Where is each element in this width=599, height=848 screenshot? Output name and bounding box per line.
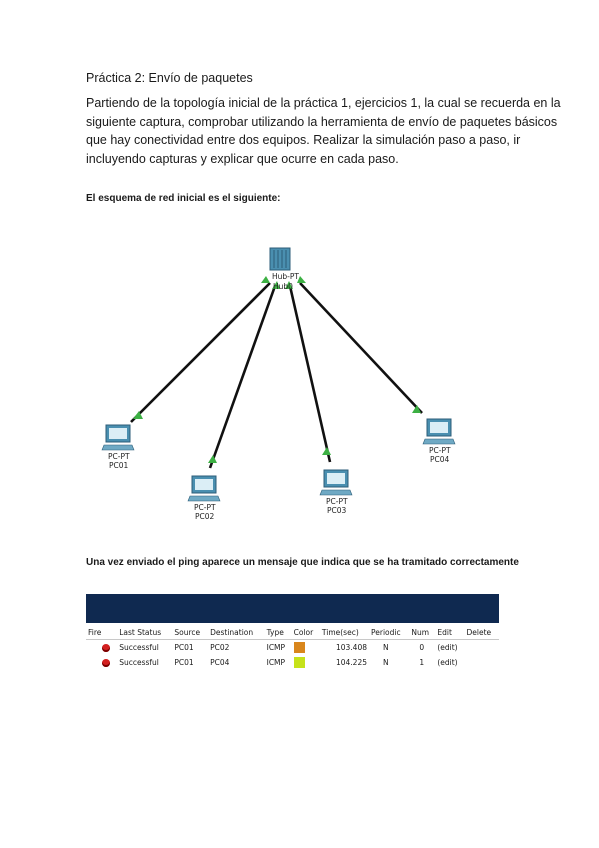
- link-hub-pc04: [299, 282, 423, 414]
- page-title: Práctica 2: Envío de paquetes: [86, 71, 253, 85]
- color-swatch: [293, 642, 305, 653]
- pc-type-label: PC-PT: [326, 497, 348, 506]
- link-up-indicator: [412, 405, 421, 413]
- col-header[interactable]: Source: [172, 627, 209, 640]
- fire-button-icon[interactable]: [102, 659, 110, 667]
- last-status-cell: Successful: [119, 658, 159, 667]
- num-cell: 0: [419, 643, 425, 652]
- pdu-row[interactable]: Successful PC01 PC02 ICMP 103.408 N 0 (e…: [86, 640, 499, 656]
- link-up-indicator: [133, 411, 143, 419]
- destination-cell: PC02: [210, 643, 230, 652]
- pc-type-label: PC-PT: [194, 503, 216, 512]
- fire-button-icon[interactable]: [102, 644, 110, 652]
- delete-cell[interactable]: [465, 655, 500, 670]
- link-hub-pc03: [288, 285, 332, 463]
- destination-cell: PC04: [210, 658, 230, 667]
- col-header[interactable]: Last Status: [117, 627, 173, 640]
- delete-cell[interactable]: [465, 640, 500, 656]
- ping-caption: Una vez enviado el ping aparece un mensa…: [86, 557, 519, 568]
- pc-type-label: PC-PT: [429, 446, 451, 455]
- color-swatch: [293, 657, 305, 668]
- hub-name-label: Hub0: [273, 282, 293, 291]
- link-up-indicator: [261, 276, 270, 283]
- col-header[interactable]: Num: [409, 627, 436, 640]
- pc-device-pc04[interactable]: PC-PT PC04: [422, 418, 456, 464]
- pdu-row[interactable]: Successful PC01 PC04 ICMP 104.225 N 1 (e…: [86, 655, 499, 670]
- col-header[interactable]: Type: [264, 627, 292, 640]
- time-cell: 103.408: [335, 643, 367, 652]
- pdu-table: Fire Last Status Source Destination Type…: [86, 627, 499, 670]
- type-cell: ICMP: [266, 643, 286, 652]
- link-up-indicator: [272, 281, 280, 289]
- pc-name-label: PC02: [195, 512, 215, 521]
- pc-device-pc02[interactable]: PC-PT PC02: [187, 475, 221, 521]
- col-header[interactable]: Color: [291, 627, 320, 640]
- link-hub-pc02: [208, 285, 277, 469]
- num-cell: 1: [419, 658, 425, 667]
- edit-link[interactable]: (edit): [437, 658, 458, 667]
- source-cell: PC01: [174, 658, 194, 667]
- link-up-indicator: [322, 447, 331, 455]
- hub-type-label: Hub-PT: [272, 272, 299, 281]
- type-cell: ICMP: [266, 658, 286, 667]
- pc-name-label: PC01: [109, 461, 129, 470]
- link-up-indicator: [208, 455, 217, 463]
- col-header[interactable]: Destination: [208, 627, 265, 640]
- time-cell: 104.225: [335, 658, 367, 667]
- pc-name-label: PC04: [430, 455, 450, 464]
- link-status-indicators: [133, 276, 421, 463]
- col-header[interactable]: Delete: [464, 627, 499, 640]
- link-hub-pc01: [130, 282, 271, 423]
- paragraph-line: que hay conectividad entre dos equipos. …: [86, 133, 521, 147]
- paragraph-line: Partiendo de la topología inicial de la …: [86, 96, 561, 110]
- panel-header-bar: [86, 594, 499, 623]
- topology-caption: El esquema de red inicial es el siguient…: [86, 193, 281, 204]
- pdu-table-header-row: Fire Last Status Source Destination Type…: [86, 627, 499, 640]
- hub-device[interactable]: Hub-PT Hub0: [269, 247, 299, 291]
- last-status-cell: Successful: [119, 643, 159, 652]
- col-header[interactable]: Periodic: [368, 627, 410, 640]
- paragraph-line: siguiente captura, comprobar utilizando …: [86, 114, 558, 129]
- hub-icon: [269, 247, 291, 271]
- intro-paragraph: Partiendo de la topología inicial de la …: [86, 94, 561, 168]
- col-header[interactable]: Fire: [86, 627, 118, 640]
- col-header[interactable]: Time(sec): [319, 627, 369, 640]
- col-header[interactable]: Edit: [435, 627, 465, 640]
- source-cell: PC01: [174, 643, 194, 652]
- pdu-list-panel: Fire Last Status Source Destination Type…: [86, 594, 499, 674]
- edit-link[interactable]: (edit): [437, 643, 458, 652]
- pc-device-pc03[interactable]: PC-PT PC03: [319, 469, 353, 515]
- pc-type-label: PC-PT: [108, 452, 130, 461]
- paragraph-line: incluyendo capturas y explicar que ocurr…: [86, 151, 399, 166]
- pc-device-pc01[interactable]: PC-PT PC01: [101, 424, 135, 470]
- link-up-indicator: [285, 281, 293, 289]
- network-links: [130, 282, 423, 469]
- periodic-cell: N: [382, 643, 389, 652]
- network-topology-diagram: Hub-PT Hub0 PC-PT PC01 PC-PT PC02 PC-PT …: [101, 247, 456, 521]
- link-up-indicator: [297, 276, 306, 283]
- pc-name-label: PC03: [327, 506, 347, 515]
- periodic-cell: N: [382, 658, 389, 667]
